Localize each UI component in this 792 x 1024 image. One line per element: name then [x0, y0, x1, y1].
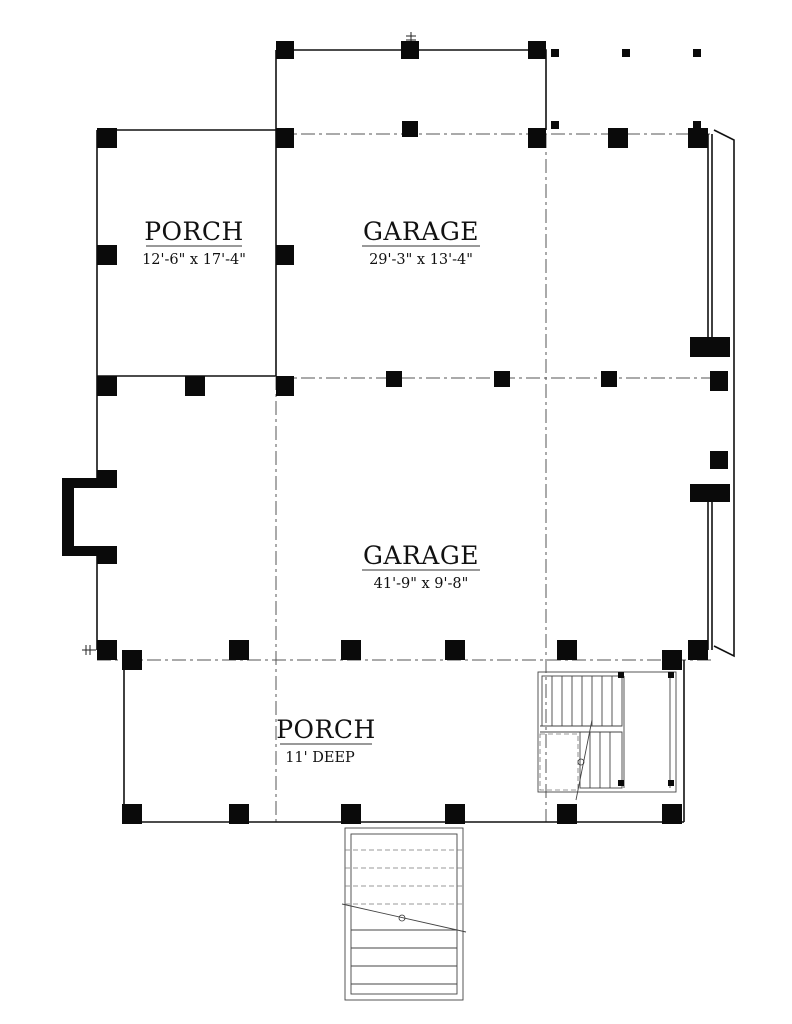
- stair-break-line: [575, 719, 593, 801]
- post: [401, 41, 419, 59]
- room-dimensions: 11' DEEP: [285, 750, 355, 766]
- room-name: GARAGE: [363, 217, 479, 246]
- post: [693, 121, 701, 129]
- walls: [62, 49, 735, 823]
- front-steps: [341, 827, 467, 1001]
- post: [97, 470, 117, 488]
- hose-bib-icon-left: [82, 645, 96, 655]
- post: [557, 804, 577, 824]
- post: [528, 41, 546, 59]
- post: [693, 49, 701, 57]
- post: [622, 49, 630, 57]
- post: [276, 245, 294, 265]
- post: [557, 640, 577, 660]
- post: [97, 376, 117, 396]
- post: [551, 121, 559, 129]
- post: [341, 640, 361, 660]
- post: [97, 640, 117, 660]
- post: [386, 371, 402, 387]
- room-name: GARAGE: [363, 541, 479, 570]
- structural-posts: [97, 41, 730, 824]
- post: [122, 650, 142, 670]
- post: [662, 650, 682, 670]
- post: [445, 804, 465, 824]
- post: [97, 245, 117, 265]
- post: [229, 640, 249, 660]
- post: [276, 41, 294, 59]
- post: [494, 371, 510, 387]
- chimney-bump: [62, 478, 106, 556]
- post: [97, 546, 117, 564]
- room-label-porch-south: PORCH 11' DEEP: [276, 715, 376, 766]
- stair-frame: [537, 671, 677, 793]
- room-label-garage-north: GARAGE 29'-3" x 13'-4": [362, 217, 480, 268]
- post: [690, 337, 730, 357]
- room-dimensions: 29'-3" x 13'-4": [369, 252, 473, 268]
- post: [402, 121, 418, 137]
- wall-east-angled: [713, 129, 735, 658]
- room-dimensions: 41'-9" x 9'-8": [374, 576, 469, 592]
- steps-break-line: [341, 903, 467, 933]
- stair-arrow-dot: [577, 758, 585, 766]
- post: [276, 128, 294, 148]
- hose-bib-icons: [82, 32, 416, 655]
- room-name: PORCH: [276, 715, 376, 744]
- post: [445, 640, 465, 660]
- post: [690, 484, 730, 502]
- post: [601, 371, 617, 387]
- post: [185, 376, 205, 396]
- stair-lower-flight: [579, 731, 623, 789]
- post: [710, 451, 728, 469]
- post: [122, 804, 142, 824]
- post: [710, 371, 728, 391]
- post: [688, 640, 708, 660]
- steps-outline: [344, 827, 464, 1001]
- wall-upper-bay: [276, 49, 547, 130]
- post: [97, 128, 117, 148]
- interior-stair: [537, 671, 677, 801]
- post: [341, 804, 361, 824]
- room-label-garage-main: GARAGE 41'-9" x 9'-8": [362, 541, 480, 592]
- post: [688, 128, 708, 148]
- post: [528, 128, 546, 148]
- post: [551, 49, 559, 57]
- post: [662, 804, 682, 824]
- post: [276, 376, 294, 396]
- post: [608, 128, 628, 148]
- room-name: PORCH: [144, 217, 244, 246]
- room-label-porch-west: PORCH 12'-6" x 17'-4": [142, 217, 246, 268]
- room-dimensions: 12'-6" x 17'-4": [142, 252, 246, 268]
- post: [229, 804, 249, 824]
